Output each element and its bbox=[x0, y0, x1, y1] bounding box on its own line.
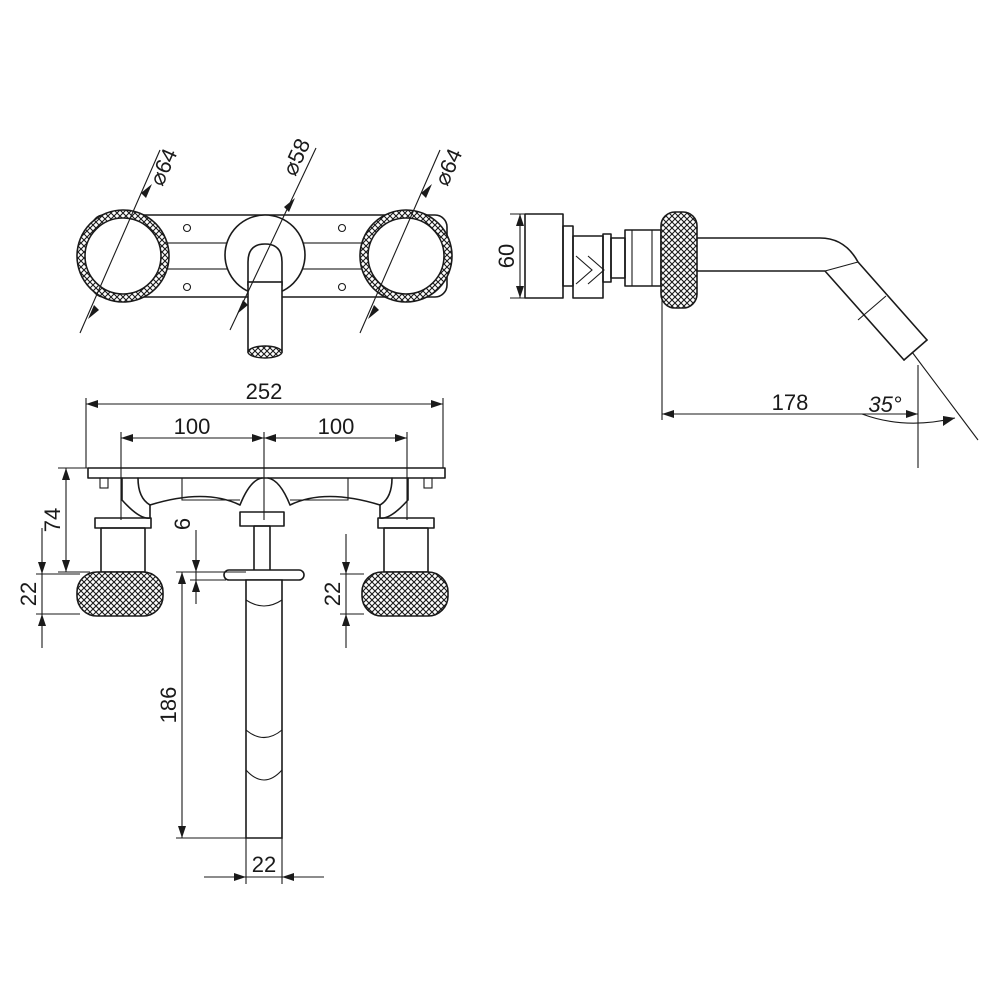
side-flange bbox=[562, 225, 574, 287]
gap-6-label: 6 bbox=[170, 518, 195, 530]
valve-hex bbox=[575, 255, 593, 285]
spout-side-top bbox=[696, 237, 928, 341]
height-60-label: 60 bbox=[494, 244, 519, 268]
dia-left-label: ⌀64 bbox=[144, 145, 182, 190]
dim-spout-186: 186 bbox=[156, 571, 248, 839]
handle-side bbox=[660, 211, 698, 309]
spout-ring bbox=[239, 511, 285, 527]
spacing-left-label: 100 bbox=[174, 414, 211, 439]
aerator bbox=[247, 345, 283, 359]
spout-side-bottom bbox=[696, 270, 905, 361]
knob-left-top bbox=[76, 571, 164, 617]
cartridge-ring bbox=[602, 233, 612, 283]
screw-hole bbox=[337, 282, 347, 292]
valve-hex bbox=[587, 255, 605, 285]
plate-top bbox=[87, 467, 446, 479]
top-view: 252 100 100 74 bbox=[16, 379, 449, 884]
cartridge-ring bbox=[610, 237, 626, 279]
spout-186-label: 186 bbox=[156, 687, 181, 724]
spout-long bbox=[245, 579, 283, 839]
valve-body-left bbox=[100, 527, 146, 573]
dim-projection-178: 178 bbox=[661, 300, 919, 468]
knob-right-label: 22 bbox=[320, 582, 345, 606]
side-plate bbox=[524, 213, 564, 299]
dim-height-60: 60 bbox=[494, 213, 530, 299]
valve-body-right bbox=[383, 527, 429, 573]
dim-knob-right: 22 bbox=[320, 534, 364, 648]
angle-35-label: 35° bbox=[868, 392, 901, 417]
dim-gap-6: 6 bbox=[170, 518, 246, 604]
spout-front bbox=[247, 281, 283, 353]
bridge-left bbox=[149, 477, 263, 506]
valve-bracket-right bbox=[379, 477, 409, 519]
bridge-right bbox=[267, 477, 381, 506]
dim-knob-left: 22 bbox=[16, 528, 80, 648]
screw-hole bbox=[182, 282, 192, 292]
dia-center-label: ⌀58 bbox=[277, 135, 315, 180]
dim-height-74: 74 bbox=[40, 467, 90, 573]
screw-hole bbox=[182, 223, 192, 233]
cartridge-collar bbox=[624, 229, 662, 287]
dim-spacing-100: 100 100 bbox=[120, 414, 408, 520]
spout-stem bbox=[253, 525, 271, 573]
spout-width-label: 22 bbox=[252, 852, 276, 877]
spacing-right-label: 100 bbox=[318, 414, 355, 439]
dim-width-252: 252 bbox=[85, 379, 444, 468]
valve-bracket-left bbox=[121, 477, 151, 519]
dim-spout-width: 22 bbox=[204, 838, 324, 884]
projection-178-label: 178 bbox=[772, 390, 809, 415]
left-handle-front bbox=[76, 209, 170, 303]
side-view: 60 178 35° bbox=[494, 211, 979, 468]
front-view: ⌀64 ⌀58 ⌀64 bbox=[76, 135, 467, 359]
valve-ring-right bbox=[377, 517, 435, 529]
height-74-label: 74 bbox=[40, 508, 65, 532]
screw-hole bbox=[337, 223, 347, 233]
knob-right-top bbox=[361, 571, 449, 617]
dim-angle-35: 35° bbox=[861, 351, 979, 441]
valve-ring-left bbox=[94, 517, 152, 529]
right-handle-front bbox=[359, 209, 453, 303]
valve-body bbox=[572, 235, 604, 299]
width-252-label: 252 bbox=[246, 379, 283, 404]
spout-elbow bbox=[247, 243, 283, 286]
knob-left-label: 22 bbox=[16, 582, 41, 606]
dia-right-label: ⌀64 bbox=[429, 145, 467, 190]
